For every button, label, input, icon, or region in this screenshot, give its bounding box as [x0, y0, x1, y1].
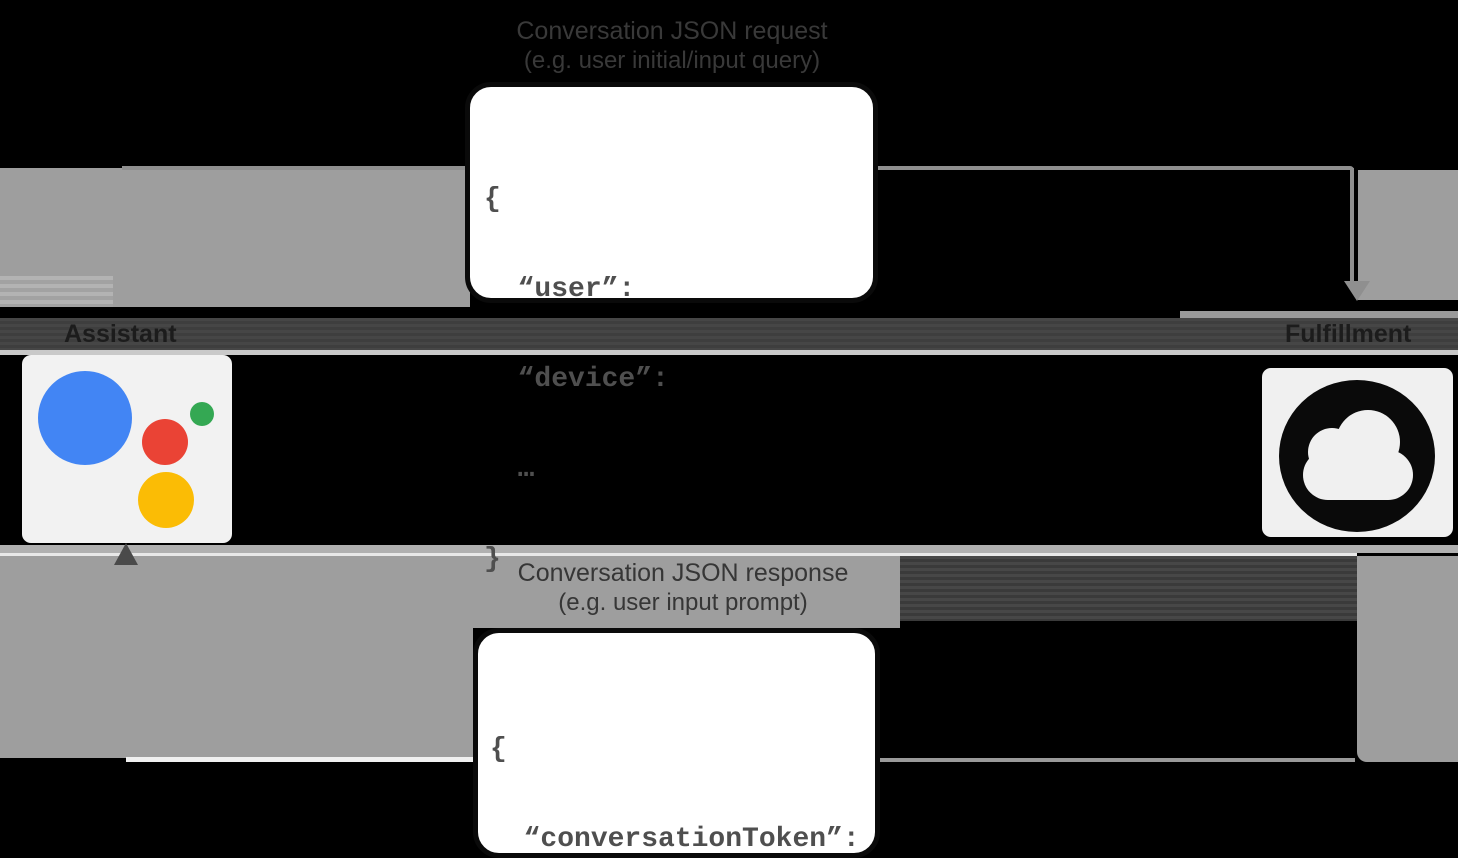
top-left-gray-streaks [0, 276, 113, 307]
request-code-line: “user”: [484, 274, 636, 305]
response-label-line1: Conversation JSON response [517, 559, 849, 587]
bottom-left-gray-panel [0, 556, 473, 758]
request-arrowhead-icon [1344, 281, 1370, 301]
request-label-line1: Conversation JSON request [516, 17, 828, 45]
response-label-line2: (e.g. user input prompt) [558, 589, 808, 616]
right-stripe-upper [1180, 311, 1458, 318]
response-label-gray-panel [473, 556, 900, 628]
assistant-yellow-circle [138, 472, 194, 528]
response-arrowhead-icon [114, 543, 138, 565]
request-json-code: { “user”: “device”: … } [484, 125, 669, 635]
request-code-line: } [484, 544, 501, 575]
middle-gray-stripe [0, 545, 1458, 553]
bottom-right-dark-band [900, 556, 1357, 621]
assistant-card [22, 355, 232, 543]
response-json-code: { “conversationToken”: “userStorage”: … … [490, 675, 860, 858]
middle-white-line [0, 553, 1357, 556]
request-code-line: “device”: [484, 364, 669, 395]
fulfillment-label: Fulfillment [1285, 320, 1412, 348]
assistant-green-circle [190, 402, 214, 426]
actor-band-underline [0, 350, 1458, 355]
actor-label-band [0, 318, 1458, 350]
response-json-box: { “conversationToken”: “userStorage”: … … [473, 628, 880, 858]
assistant-blue-circle [38, 371, 132, 465]
fulfillment-card [1262, 368, 1453, 537]
request-label: Conversation JSON request (e.g. user ini… [412, 16, 932, 76]
bottom-right-gray-column [1357, 556, 1458, 762]
request-arrow-vertical-line [1350, 168, 1354, 282]
cloud-body [1303, 450, 1413, 500]
request-code-line: { [484, 184, 501, 215]
response-arrow-horizontal-line-right [880, 758, 1355, 762]
response-arrow-horizontal-line-left [126, 757, 473, 762]
cloud-icon [1262, 368, 1453, 537]
request-json-box: { “user”: “device”: … } [465, 82, 878, 575]
request-code-line: … [484, 454, 535, 485]
assistant-red-circle [142, 419, 188, 465]
assistant-label: Assistant [64, 320, 177, 348]
top-right-gray-panel [1358, 170, 1458, 300]
request-label-line2: (e.g. user initial/input query) [523, 47, 821, 74]
google-assistant-icon [22, 355, 232, 543]
response-code-line: { [490, 734, 507, 765]
response-code-line: “conversationToken”: [490, 824, 860, 855]
response-label: Conversation JSON response (e.g. user in… [423, 558, 943, 618]
